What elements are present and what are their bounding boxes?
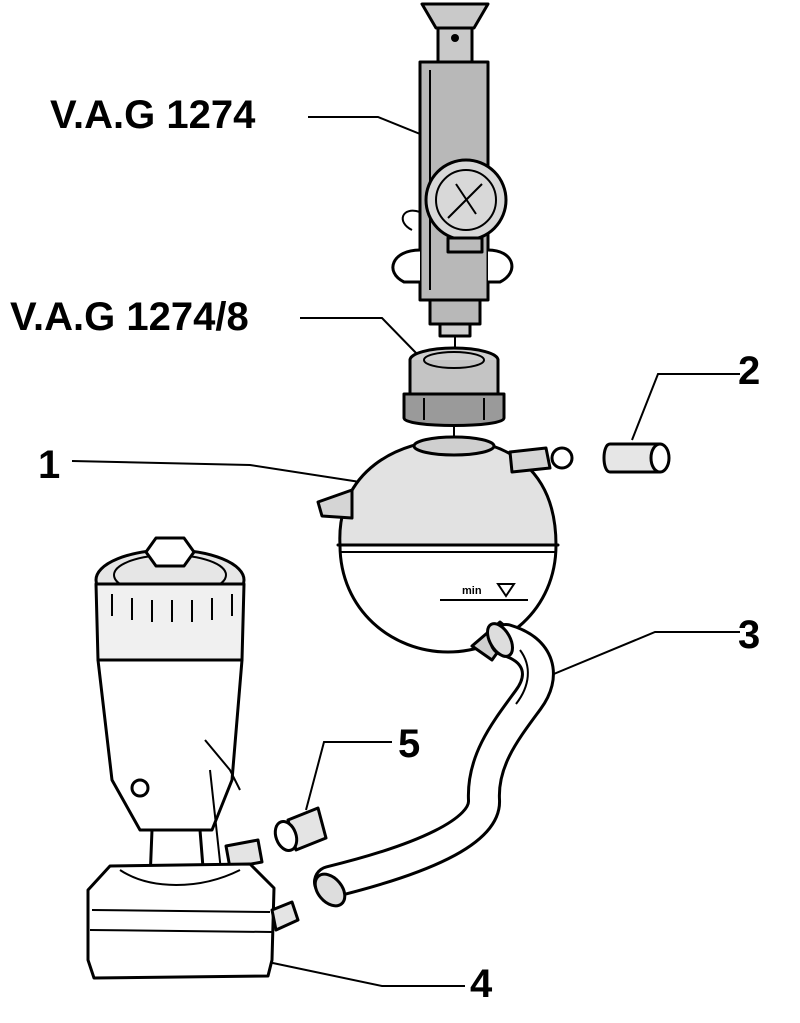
label-4: 4 [470, 962, 493, 1006]
label-5: 5 [398, 722, 420, 766]
min-mark-text: min [462, 585, 482, 597]
label-1: 1 [38, 443, 60, 487]
cap-part-2 [602, 442, 671, 474]
label-2: 2 [738, 349, 760, 393]
label-vag-1274: V.A.G 1274 [50, 93, 256, 137]
label-vag-1274-8: V.A.G 1274/8 [10, 295, 249, 339]
label-3: 3 [738, 613, 760, 657]
adapter-tool [402, 346, 506, 444]
pressure-tester-tool [391, 2, 514, 354]
hose-part-3 [313, 622, 555, 908]
plug-part-5 [273, 806, 328, 853]
leader-lines [71, 116, 740, 987]
expansion-reservoir: min [316, 435, 574, 662]
filter-housing-part-4 [86, 536, 300, 980]
